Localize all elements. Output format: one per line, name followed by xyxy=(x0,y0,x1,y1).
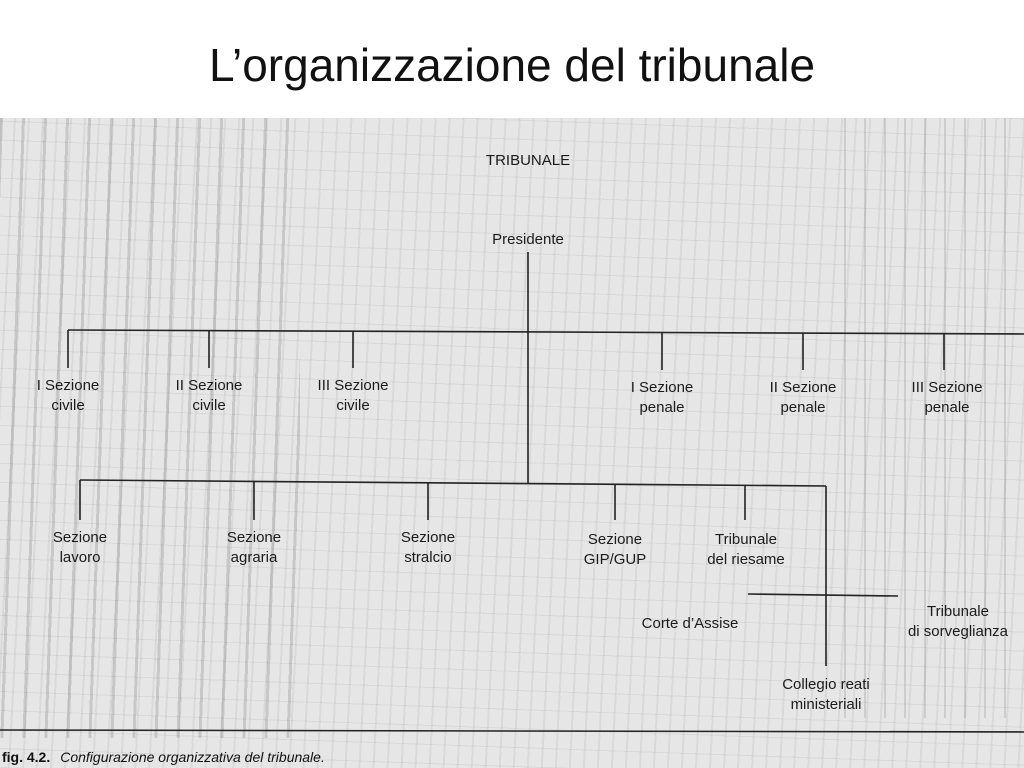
node-stralcio: Sezione stralcio xyxy=(388,528,468,568)
node-agraria-line1: Sezione xyxy=(226,529,282,546)
figure-caption: fig. 4.2. Configurazione organizzativa de… xyxy=(2,749,325,765)
paper-texture xyxy=(0,118,1024,768)
node-penale-3: III Sezione penale xyxy=(894,378,1000,418)
node-tribunale: TRIBUNALE xyxy=(478,151,578,171)
caption-number: fig. 4.2. xyxy=(2,749,51,765)
node-penale-1-line1: I Sezione xyxy=(630,379,694,396)
node-civile-2: II Sezione civile xyxy=(159,376,259,416)
node-stralcio-line2: stralcio xyxy=(404,549,452,566)
node-gip-gup-line1: Sezione xyxy=(587,531,643,548)
node-presidente-label: Presidente xyxy=(492,231,564,248)
node-corte-assise: Corte d’Assise xyxy=(630,614,750,634)
node-sorveglianza-line1: Tribunale xyxy=(927,603,989,620)
node-penale-2-line2: penale xyxy=(780,399,826,416)
node-lavoro: Sezione lavoro xyxy=(40,528,120,568)
node-penale-1: I Sezione penale xyxy=(612,378,712,418)
node-sorveglianza: Tribunale di sorveglianza xyxy=(898,602,1018,642)
node-collegio-line1: Collegio reati xyxy=(782,676,870,693)
node-riesame-line1: Tribunale xyxy=(715,531,777,548)
org-chart-figure: TRIBUNALE Presidente I Sezione civile II… xyxy=(0,118,1024,768)
cross-line xyxy=(747,593,899,597)
node-civile-1-line1: I Sezione xyxy=(36,377,100,394)
node-tribunale-label: TRIBUNALE xyxy=(485,152,571,169)
node-civile-3: III Sezione civile xyxy=(303,376,403,416)
node-penale-2: II Sezione penale xyxy=(753,378,853,418)
node-gip-gup-line2: GIP/GUP xyxy=(583,551,647,568)
node-agraria: Sezione agraria xyxy=(214,528,294,568)
slide-title: L’organizzazione del tribunale xyxy=(208,39,816,91)
paper-texture-left xyxy=(0,118,300,738)
node-corte-assise-label: Corte d’Assise xyxy=(641,615,739,632)
node-penale-2-line1: II Sezione xyxy=(769,379,837,396)
upper-branch-line xyxy=(67,329,1024,335)
caption-text: Configurazione organizzativa del tribuna… xyxy=(60,749,325,765)
node-civile-2-line2: civile xyxy=(192,397,226,414)
node-civile-1-line2: civile xyxy=(51,397,85,414)
node-penale-3-line2: penale xyxy=(924,399,970,416)
node-agraria-line2: agraria xyxy=(230,549,278,566)
node-lavoro-line2: lavoro xyxy=(59,549,101,566)
node-civile-3-line1: III Sezione xyxy=(317,377,389,394)
bottom-rule xyxy=(0,729,1024,733)
node-lavoro-line1: Sezione xyxy=(52,529,108,546)
connector-lines xyxy=(0,252,1024,733)
node-stralcio-line1: Sezione xyxy=(400,529,456,546)
node-civile-3-line2: civile xyxy=(336,397,370,414)
node-civile-2-line1: II Sezione xyxy=(175,377,243,394)
node-penale-3-line1: III Sezione xyxy=(911,379,983,396)
node-gip-gup: Sezione GIP/GUP xyxy=(570,530,660,570)
node-collegio-line2: ministeriali xyxy=(790,696,862,713)
node-sorveglianza-line2: di sorveglianza xyxy=(907,623,1009,640)
node-penale-1-line2: penale xyxy=(639,399,685,416)
node-civile-1: I Sezione civile xyxy=(18,376,118,416)
paper-texture-right xyxy=(844,118,1024,718)
node-collegio: Collegio reati ministeriali xyxy=(766,675,886,715)
node-riesame-line2: del riesame xyxy=(707,551,785,568)
lower-branch-line xyxy=(79,479,827,487)
node-riesame: Tribunale del riesame xyxy=(696,530,796,570)
node-presidente: Presidente xyxy=(478,230,578,250)
